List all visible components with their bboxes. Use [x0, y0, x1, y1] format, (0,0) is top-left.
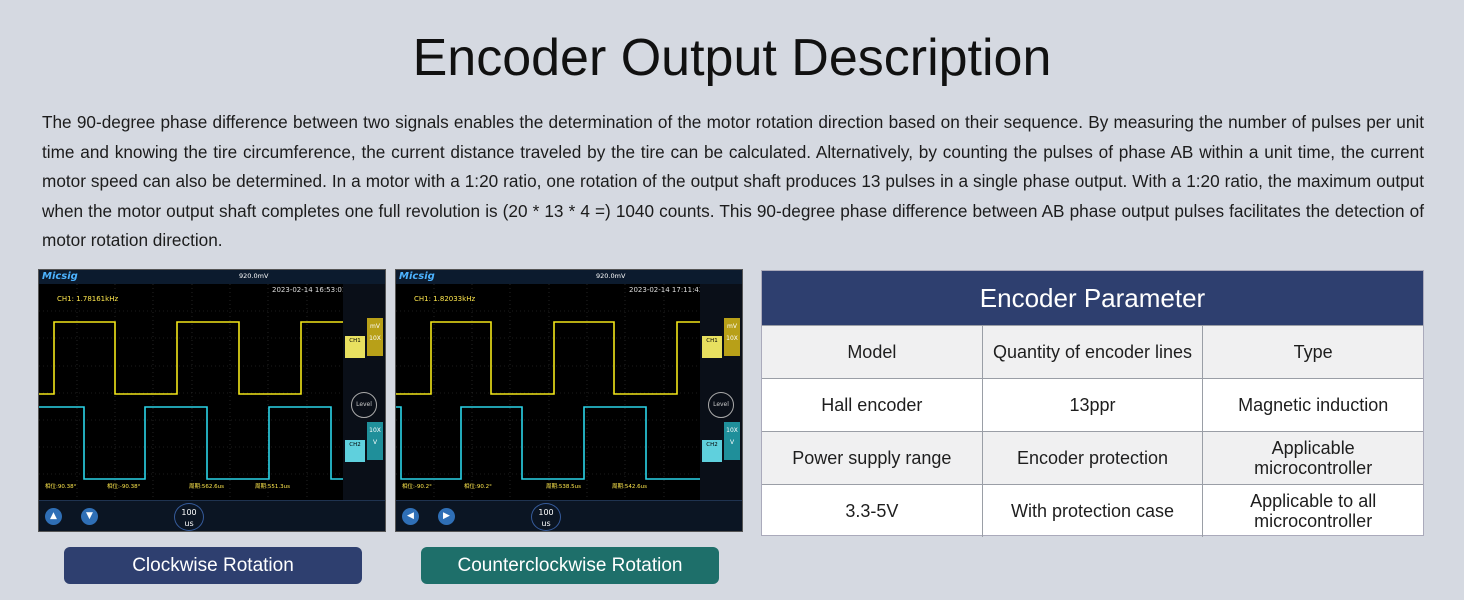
scope-toolbar: ◀ ▶ 100 us	[396, 500, 742, 531]
scope-side-panel: CH1 mV 10X Level CH2 10X V	[700, 284, 742, 502]
oscilloscope-clockwise: Micsig 920.0mV CH1: 1.78161kHz 2023-02-1…	[38, 269, 386, 532]
ch1-waveform	[39, 321, 345, 395]
period-meas-1: 周期:538.5us	[546, 484, 581, 490]
table-cell: Applicable microcontroller	[1202, 432, 1423, 484]
oscilloscope-counterclockwise: Micsig 920.0mV CH1: 1.82033kHz 2023-02-1…	[395, 269, 743, 532]
ch2-probe: 10X	[369, 427, 381, 434]
table-cell: 3.3-5V	[845, 501, 899, 521]
encoder-parameter-table: Encoder Parameter Model Quantity of enco…	[761, 270, 1424, 537]
table-cell: Power supply range	[792, 448, 952, 468]
table-row: Model Quantity of encoder lines Type	[762, 325, 1423, 378]
scope-status-bar: Micsig 920.0mV	[39, 270, 385, 284]
scope-status-bar: Micsig 920.0mV	[396, 270, 742, 284]
period-meas-2: 周期:551.3us	[255, 484, 290, 490]
table-row: Hall encoder 13ppr Magnetic induction	[762, 378, 1423, 431]
timebase-value: 100	[181, 508, 197, 517]
table-row: 3.3-5V With protection case Applicable t…	[762, 484, 1423, 537]
phase-meas-2: 相位:90.2°	[464, 484, 492, 490]
phase-meas-1: 相位:90.38°	[45, 484, 77, 490]
left-arrow-icon[interactable]: ◀	[402, 508, 419, 525]
table-cell: Hall encoder	[821, 395, 923, 415]
timestamp: 2023-02-14 16:53:01	[272, 286, 347, 294]
table-cell: 13ppr	[981, 379, 1203, 431]
period-meas-2: 周期:542.6us	[612, 484, 647, 490]
timebase-knob[interactable]: 100 us	[174, 503, 204, 531]
ch1-scale[interactable]: mV 10X	[367, 318, 383, 356]
phase-meas-1: 相位:-90.2°	[402, 484, 432, 490]
timebase-unit: us	[541, 519, 551, 528]
caption-counterclockwise: Counterclockwise Rotation	[421, 547, 719, 584]
ch2-waveform	[39, 406, 345, 480]
waveform-plot	[39, 284, 345, 502]
table-cell: Quantity of encoder lines	[981, 326, 1203, 378]
trigger-level: 920.0mV	[239, 272, 269, 280]
table-cell: Model	[847, 342, 897, 362]
frequency-readout: CH1: 1.82033kHz	[414, 295, 476, 303]
table-row: Power supply range Encoder protection Ap…	[762, 431, 1423, 484]
ch1-waveform	[396, 321, 702, 395]
ch2-waveform	[396, 406, 702, 480]
trigger-level: 920.0mV	[596, 272, 626, 280]
ch2-unit: V	[372, 439, 378, 446]
table-cell: Type	[1202, 326, 1423, 378]
table-cell: Applicable to all microcontroller	[1202, 485, 1423, 537]
phase-meas-2: 相位:-90.38°	[107, 484, 141, 490]
timebase-knob[interactable]: 100 us	[531, 503, 561, 531]
up-arrow-icon[interactable]: ▲	[45, 508, 62, 525]
ch1-tab[interactable]: CH1	[702, 336, 722, 358]
measurement-bar: 相位:-90.2° 相位:90.2° 周期:538.5us 周期:542.6us	[396, 480, 702, 492]
level-knob[interactable]: Level	[351, 392, 377, 418]
ch2-scale[interactable]: 10X V	[367, 422, 383, 460]
scope-brand-logo: Micsig	[42, 271, 78, 282]
ch2-tab[interactable]: CH2	[702, 440, 722, 462]
ch2-tab[interactable]: CH2	[345, 440, 365, 462]
description-text: The 90-degree phase difference between t…	[42, 112, 1424, 250]
ch2-scale[interactable]: 10X V	[724, 422, 740, 460]
timebase-value: 100	[538, 508, 554, 517]
frequency-readout: CH1: 1.78161kHz	[57, 295, 119, 303]
scope-toolbar: ▲ ▼ 100 us	[39, 500, 385, 531]
page-title: Encoder Output Description	[412, 29, 1052, 87]
down-arrow-icon[interactable]: ▼	[81, 508, 98, 525]
table-cell: Magnetic induction	[1202, 379, 1423, 431]
level-knob[interactable]: Level	[708, 392, 734, 418]
ch2-probe: 10X	[726, 427, 738, 434]
period-meas-1: 周期:562.6us	[189, 484, 224, 490]
timestamp: 2023-02-14 17:11:43	[629, 286, 704, 294]
table-cell: With protection case	[981, 485, 1203, 537]
ch1-scale[interactable]: mV 10X	[724, 318, 740, 356]
measurement-bar: 相位:90.38° 相位:-90.38° 周期:562.6us 周期:551.3…	[39, 480, 345, 492]
ch1-probe: 10X	[726, 335, 738, 342]
ch1-unit: mV	[370, 323, 380, 330]
timebase-unit: us	[184, 519, 194, 528]
waveform-plot	[396, 284, 702, 502]
right-arrow-icon[interactable]: ▶	[438, 508, 455, 525]
table-heading: Encoder Parameter	[762, 271, 1423, 325]
ch1-unit: mV	[727, 323, 737, 330]
ch2-unit: V	[729, 439, 735, 446]
ch1-probe: 10X	[369, 335, 381, 342]
table-cell: Encoder protection	[981, 432, 1203, 484]
ch1-tab[interactable]: CH1	[345, 336, 365, 358]
scope-side-panel: CH1 mV 10X Level CH2 10X V	[343, 284, 385, 502]
scope-brand-logo: Micsig	[399, 271, 435, 282]
caption-clockwise: Clockwise Rotation	[64, 547, 362, 584]
